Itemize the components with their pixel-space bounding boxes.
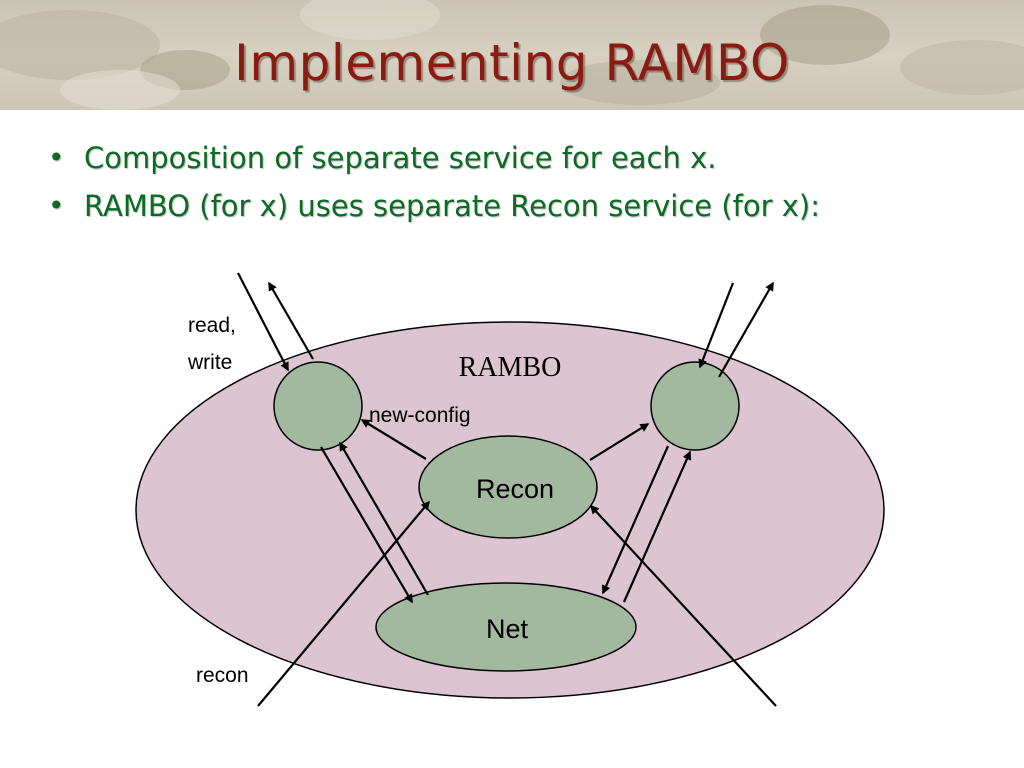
recon-request-label: recon bbox=[196, 664, 249, 687]
arrow-recon-response bbox=[589, 504, 777, 707]
camo-blob bbox=[0, 10, 160, 80]
right-node bbox=[650, 361, 740, 451]
bullet-icon: • bbox=[48, 189, 65, 222]
bullet-list: • Composition of separate service for ea… bbox=[40, 134, 1000, 230]
camo-blob bbox=[300, 0, 440, 40]
slide-title: Implementing RAMBO bbox=[234, 34, 790, 92]
camo-blob bbox=[560, 60, 720, 105]
net-node bbox=[375, 582, 637, 672]
bullet-item: • RAMBO (for x) uses separate Recon serv… bbox=[40, 182, 1000, 230]
arrow-left-to-net bbox=[320, 446, 413, 604]
arrow-left-out bbox=[268, 281, 314, 360]
title-banner: Implementing RAMBO bbox=[0, 0, 1024, 110]
recon-label: Recon bbox=[476, 474, 554, 504]
bullet-item: • Composition of separate service for ea… bbox=[40, 134, 1000, 182]
recon-node bbox=[418, 435, 598, 539]
read-label: read, bbox=[188, 314, 236, 337]
arrow-right-out bbox=[718, 281, 774, 378]
write-label: write bbox=[187, 351, 232, 374]
new-config-label: new-config bbox=[369, 404, 471, 427]
left-node bbox=[273, 361, 363, 451]
camo-blob bbox=[760, 5, 890, 65]
arrow-net-to-left bbox=[339, 441, 429, 596]
net-label: Net bbox=[486, 614, 529, 644]
arrow-new-config-left bbox=[360, 419, 427, 460]
bullet-text: RAMBO (for x) uses separate Recon servic… bbox=[84, 189, 821, 223]
camo-blob bbox=[60, 70, 180, 110]
camo-blob bbox=[900, 40, 1024, 95]
arrow-right-to-net bbox=[601, 445, 670, 595]
bullet-text: Composition of separate service for each… bbox=[84, 141, 717, 175]
read-write-label: read, write bbox=[187, 314, 242, 374]
bullet-icon: • bbox=[48, 141, 65, 174]
arrow-left-in bbox=[237, 272, 289, 372]
arrow-recon-request bbox=[257, 500, 430, 707]
arrow-net-to-right bbox=[622, 450, 692, 603]
arrow-new-config-right bbox=[589, 423, 650, 461]
rambo-container-label: RAMBO bbox=[459, 352, 562, 383]
arrow-right-in bbox=[698, 282, 735, 369]
